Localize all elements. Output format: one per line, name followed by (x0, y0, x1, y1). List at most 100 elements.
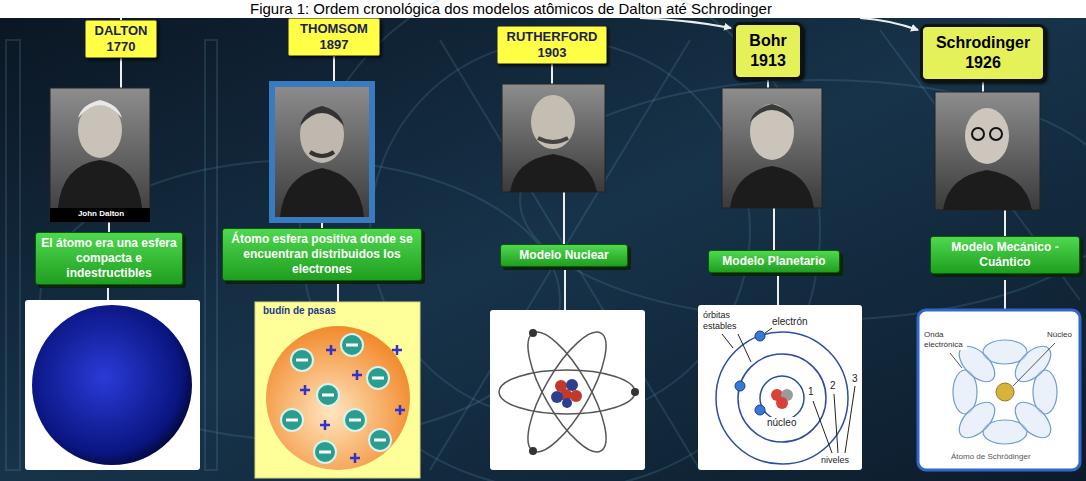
part-label: núcleo (766, 417, 797, 429)
box-text: DALTON (90, 23, 152, 39)
model-panel (918, 310, 1080, 470)
portrait (502, 84, 605, 192)
dalton-model (25, 300, 200, 470)
box-text: THOMSOM (293, 21, 375, 37)
portrait-frame (935, 92, 1040, 210)
electron (735, 381, 745, 391)
orbits (499, 322, 635, 462)
model-panel (698, 305, 862, 470)
portrait-frame (50, 88, 150, 222)
minus-signs (286, 345, 386, 452)
proton (776, 397, 788, 409)
nucleus (771, 389, 793, 409)
orbit (499, 370, 635, 414)
drop-line (777, 270, 779, 305)
leader-line (834, 394, 838, 453)
model-title: budín de pasas (262, 305, 337, 317)
glass-lens (990, 128, 1002, 140)
model-panel (25, 300, 200, 470)
portrait-caption: John Dalton (52, 209, 150, 219)
orbit (514, 322, 620, 462)
portrait (272, 84, 372, 220)
drop-line (564, 265, 566, 310)
box-text: Bohr (740, 31, 796, 51)
positive-sphere (266, 326, 410, 470)
plus-sign (300, 345, 405, 463)
timeline-arrow (860, 18, 918, 30)
orbit (716, 332, 848, 464)
proton (570, 390, 582, 402)
rutherford-model (490, 310, 645, 470)
leader-line (722, 334, 733, 348)
caption-strip (50, 208, 150, 222)
box-text: Átomo esfera positiva donde se encuentra… (227, 232, 417, 277)
portrait-body (730, 166, 814, 208)
year-box: DALTON1770 (85, 20, 157, 58)
year-box: Bohr1913 (733, 22, 803, 80)
portrait (722, 88, 822, 208)
wave-lobe (953, 396, 1001, 444)
model-panel (490, 310, 645, 470)
level-number: 3 (851, 373, 859, 385)
portrait-moustache (538, 138, 568, 142)
portrait-hair (300, 106, 344, 126)
model-caption: Átomo de Schrödinger (950, 452, 1032, 462)
portrait (50, 88, 150, 222)
portrait-glasses (972, 128, 1002, 140)
box-text: Schrodinger (927, 33, 1039, 53)
box-subtext: 1913 (740, 51, 796, 71)
electron (755, 405, 765, 415)
portrait-body (280, 168, 364, 217)
portrait-frame (272, 84, 372, 220)
orbit (738, 354, 826, 442)
portrait-head (531, 95, 575, 149)
wave-lobe (1009, 340, 1057, 388)
box-text: RUTHERFORD (502, 29, 602, 45)
model-description: El átomo era una esfera compacta e indes… (35, 232, 183, 285)
electron (529, 447, 537, 455)
nucleus (551, 379, 582, 408)
neutron (562, 398, 572, 408)
electron-wave (953, 340, 1057, 444)
leader-line (1013, 343, 1055, 386)
box-subtext: 1926 (927, 53, 1039, 73)
electron (631, 388, 639, 396)
portrait-head (965, 108, 1009, 164)
part-label: niveles (820, 455, 850, 466)
portrait-hair (78, 100, 122, 118)
minus-sign (286, 345, 386, 452)
year-box: Schrodinger1926 (920, 24, 1046, 82)
solid-sphere (32, 305, 192, 465)
leader-line (765, 328, 772, 333)
model-description: Modelo Nuclear (500, 244, 628, 267)
leader-lines (722, 328, 855, 453)
electrons (735, 331, 765, 415)
box-subtext: 1770 (90, 39, 152, 55)
year-box: RUTHERFORD1903 (497, 26, 607, 64)
plus-signs (300, 345, 405, 463)
box-text: Modelo Nuclear (505, 248, 623, 263)
electrons (281, 334, 391, 463)
leader-line (950, 353, 962, 368)
electrons (529, 329, 639, 455)
thomson-model (255, 302, 420, 478)
electron (529, 329, 537, 337)
portrait-frame (722, 88, 822, 208)
model-description: Modelo Planetario (708, 250, 840, 273)
bohr-model (698, 305, 862, 470)
box-subtext: 1897 (293, 37, 375, 53)
box-text: El átomo era una esfera compacta e indes… (40, 236, 178, 281)
level-number: 1 (807, 386, 815, 398)
leader-line (845, 386, 855, 453)
portrait (935, 92, 1040, 210)
box-text: Modelo Mecánico - Cuántico (935, 240, 1075, 270)
orbit (760, 376, 804, 420)
portrait-body (510, 154, 597, 192)
film-strip (6, 40, 20, 470)
orbits (716, 332, 848, 464)
bg-line (430, 30, 1080, 470)
orbit (514, 322, 620, 462)
